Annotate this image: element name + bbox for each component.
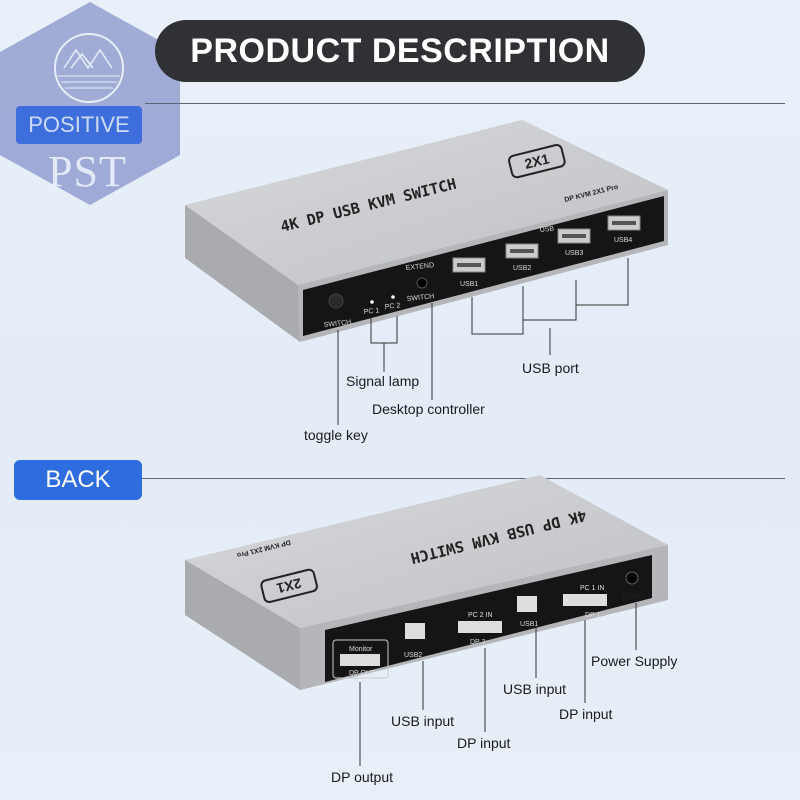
watermark-brand: POSITIVE bbox=[16, 106, 142, 144]
pc1-label: PC 1 bbox=[363, 307, 379, 316]
device-top bbox=[185, 475, 668, 628]
extend-label: EXTEND bbox=[405, 262, 434, 272]
callout-desktop-controller: Desktop controller bbox=[372, 401, 485, 417]
pc2-label: PC 2 bbox=[384, 302, 400, 311]
usb-b-port-1: USB1 bbox=[517, 596, 538, 628]
device-badge: 2X1 bbox=[523, 150, 551, 172]
device-badge-frame: 2X1 bbox=[260, 568, 318, 604]
hexagon-logo-icon bbox=[0, 2, 180, 205]
device-side bbox=[185, 560, 300, 690]
dp-in-port-2: PC 2 IN DP 2 bbox=[458, 612, 502, 646]
usb-port-2: USB2 bbox=[505, 243, 539, 272]
brand-watermark: POSITIVE PST bbox=[0, 0, 200, 210]
callout-usb-input-pc2: USB input bbox=[391, 713, 455, 729]
callout-dp-output: DP output bbox=[331, 769, 394, 785]
dc-label: DC5V bbox=[622, 593, 641, 600]
usb-port-4-label: USB4 bbox=[614, 237, 632, 244]
usb-b-port-2: USB2 bbox=[404, 623, 425, 659]
switch-label: SWITCH bbox=[323, 319, 351, 329]
page-title: PRODUCT DESCRIPTION bbox=[155, 20, 645, 82]
dp1-label: DP 1 bbox=[585, 612, 601, 619]
usb-port-4: USB4 bbox=[607, 215, 641, 244]
device-badge: 2X1 bbox=[275, 575, 303, 597]
device-badge-frame: 2X1 bbox=[508, 143, 566, 179]
pc1-in-label: PC 1 IN bbox=[580, 585, 605, 592]
divider bbox=[145, 103, 785, 104]
callout-toggle-key: toggle key bbox=[304, 427, 368, 443]
usb-port-1-label: USB1 bbox=[460, 281, 478, 288]
callout-dp-input-pc1: DP input bbox=[559, 706, 613, 722]
usb1-label: USB1 bbox=[520, 621, 538, 628]
back-panel bbox=[325, 555, 652, 682]
dc-power-jack: DC5V bbox=[622, 571, 641, 600]
front-device-illustration: 4K DP USB KVM SWITCH 2X1 DP KVM 2X1 Pro … bbox=[185, 120, 668, 425]
usb-port-2-label: USB2 bbox=[513, 265, 531, 272]
pc2-in-label: PC 2 IN bbox=[468, 612, 493, 619]
toggle-key-button bbox=[328, 293, 344, 309]
dp-in-port-1: PC 1 IN DP 1 bbox=[563, 585, 607, 619]
desktop-controller-jack bbox=[416, 277, 428, 289]
usb-group-label: USB bbox=[539, 225, 554, 234]
usb-port-3-label: USB3 bbox=[565, 250, 583, 257]
callout-usb-input-pc1: USB input bbox=[503, 681, 567, 697]
dp-out-port: Monitor DP OUT bbox=[332, 639, 389, 679]
dp-out-label: DP OUT bbox=[349, 670, 376, 677]
callout-power-supply: Power Supply bbox=[591, 653, 678, 669]
monitor-label: Monitor bbox=[349, 646, 373, 653]
callout-lines bbox=[359, 603, 637, 766]
divider bbox=[142, 478, 785, 479]
extend-switch-label: SWITCH bbox=[406, 293, 434, 303]
usb-port-1: USB1 bbox=[452, 257, 486, 288]
callout-usb-port: USB port bbox=[522, 360, 579, 376]
dp2-label: DP 2 bbox=[470, 639, 486, 646]
callout-signal-lamp: Signal lamp bbox=[346, 373, 420, 389]
pc1-led bbox=[370, 300, 374, 304]
usb-port-3: USB3 bbox=[557, 228, 591, 257]
pc2-led bbox=[391, 295, 395, 299]
callout-lines bbox=[337, 258, 629, 425]
back-section-label: BACK bbox=[14, 460, 142, 500]
device-top bbox=[185, 120, 668, 285]
usb2-label: USB2 bbox=[404, 652, 422, 659]
device-side bbox=[185, 205, 300, 342]
callout-dp-input-pc2: DP input bbox=[457, 735, 511, 751]
watermark-mark: PST bbox=[48, 147, 127, 196]
